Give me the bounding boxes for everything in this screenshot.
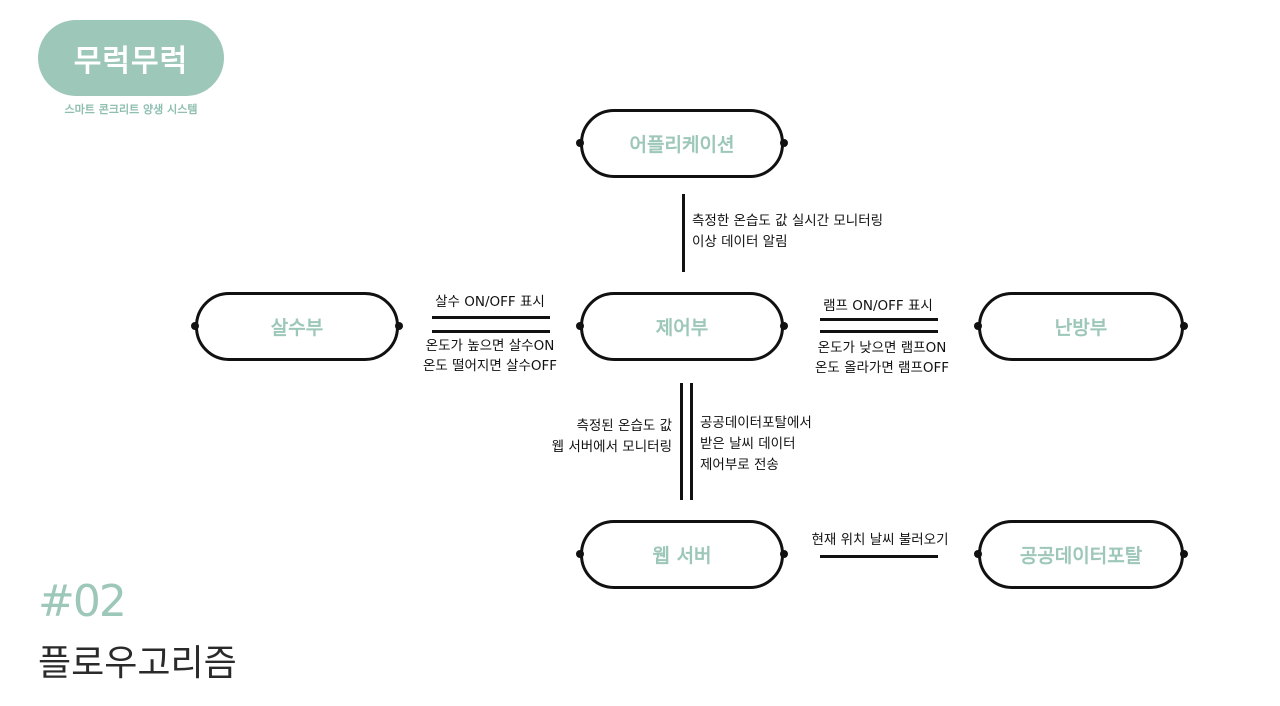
- node-label: 공공데이터포탈: [1019, 545, 1143, 567]
- logo-badge: 무럭무럭: [38, 20, 224, 96]
- connector-dot: [974, 550, 982, 558]
- node-heater: 난방부: [978, 292, 1184, 361]
- section-title: 플로우고리즘: [38, 643, 237, 684]
- edge-label-app-line1: 측정한 온습도 값 실시간 모니터링: [692, 213, 884, 229]
- node-webserver: 웹 서버: [580, 520, 784, 589]
- connector-dot: [576, 322, 584, 330]
- edge-label-web-left-2: 웹 서버에서 모니터링: [551, 439, 672, 455]
- node-label: 제어부: [655, 317, 709, 339]
- connector-dot: [780, 322, 788, 330]
- edge-web-public-line: [820, 555, 938, 558]
- node-label: 어플리케이션: [629, 134, 735, 156]
- brand-tagline: 스마트 콘크리트 양생 시스템: [64, 103, 198, 116]
- logo-text: 무럭무럭: [73, 44, 189, 79]
- edge-label-app-line2: 이상 데이터 알림: [692, 234, 788, 250]
- node-sprinkler: 살수부: [195, 292, 399, 361]
- connector-dot: [576, 550, 584, 558]
- connector-dot: [1180, 550, 1188, 558]
- edge-label-web-right-2: 받은 날씨 데이터: [700, 436, 796, 452]
- edge-label-heater-bottom-2: 온도 올라가면 램프OFF: [814, 360, 950, 376]
- edge-app-control: [682, 194, 685, 272]
- edge-sprinkler-line-top: [432, 316, 550, 319]
- connector-dot: [1180, 322, 1188, 330]
- node-application: 어플리케이션: [580, 109, 784, 178]
- node-label: 난방부: [1054, 317, 1108, 339]
- connector-dot: [780, 139, 788, 147]
- edge-label-sprinkler-top: 살수 ON/OFF 표시: [435, 294, 545, 310]
- node-label: 웹 서버: [652, 545, 712, 567]
- edge-label-web-public: 현재 위치 날씨 불러오기: [811, 532, 949, 548]
- section-number: #02: [38, 576, 127, 627]
- edge-label-sprinkler-bottom-1: 온도가 높으면 살수ON: [425, 338, 555, 354]
- node-label: 살수부: [270, 317, 324, 339]
- node-public-data-portal: 공공데이터포탈: [978, 520, 1184, 589]
- edge-control-web-left: [680, 383, 683, 500]
- edge-label-heater-bottom-1: 온도가 낮으면 램프ON: [817, 340, 947, 356]
- connector-dot: [576, 139, 584, 147]
- edge-label-heater-top: 램프 ON/OFF 표시: [823, 298, 933, 314]
- edge-heater-line-top: [820, 318, 938, 321]
- connector-dot: [780, 550, 788, 558]
- edge-sprinkler-line-bottom: [432, 330, 550, 333]
- edge-label-web-left-1: 측정된 온습도 값: [576, 418, 672, 434]
- connector-dot: [395, 322, 403, 330]
- connector-dot: [191, 322, 199, 330]
- connector-dot: [974, 322, 982, 330]
- node-control: 제어부: [580, 292, 784, 361]
- edge-label-web-right-1: 공공데이터포탈에서: [700, 415, 812, 431]
- edge-label-sprinkler-bottom-2: 온도 떨어지면 살수OFF: [422, 358, 558, 374]
- edge-control-web-right: [690, 383, 693, 500]
- edge-heater-line-bottom: [820, 330, 938, 333]
- edge-label-web-right-3: 제어부로 전송: [700, 457, 779, 473]
